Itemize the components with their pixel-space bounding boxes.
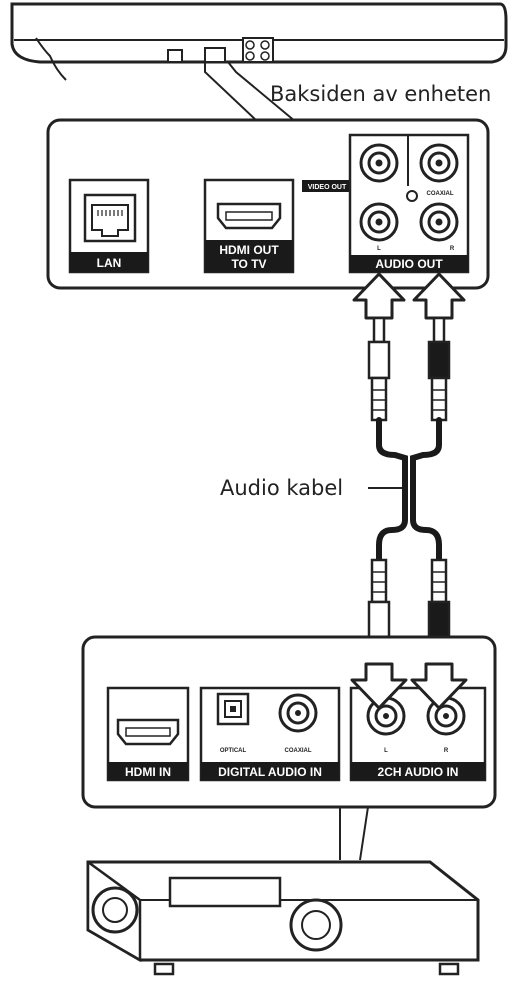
arrow-up-left (352, 272, 406, 320)
audio-cable-caption: Audio kabel (220, 476, 344, 500)
plug-white-top (367, 316, 391, 422)
optical-label: OPTICAL (220, 748, 247, 754)
back-of-unit-caption: Baksiden av enheten (270, 82, 492, 106)
video-out-label: VIDEO OUT (308, 184, 347, 191)
hdmi-out-label-line1: HDMI OUT (219, 243, 279, 257)
audio-out-left-label: L (377, 246, 381, 252)
callout-lines-top (204, 61, 297, 123)
arrow-up-right (412, 272, 466, 320)
2ch-right-label: R (444, 748, 449, 754)
digital-audio-in-label: DIGITAL AUDIO IN (218, 765, 322, 779)
lan-label: LAN (97, 256, 122, 270)
audio-cable (376, 417, 442, 563)
lan-port (68, 178, 150, 274)
audio-out-label: AUDIO OUT (375, 257, 443, 271)
coaxial-label-top: COAXIAL (427, 191, 454, 197)
callout-lines-bottom (339, 806, 369, 861)
video-out-tag (302, 180, 352, 192)
audio-out-right-label: R (450, 246, 455, 252)
hdmi-out-label-line2: TO TV (231, 257, 266, 271)
2ch-audio-in-panel (349, 686, 487, 782)
player-device (10, 2, 508, 81)
plug-white-bottom (367, 558, 391, 668)
arrow-down-left (350, 662, 408, 710)
digital-audio-in-panel (199, 686, 341, 782)
audio-out-panel (348, 133, 470, 274)
receiver-device (86, 860, 480, 976)
hdmi-in-port (106, 686, 190, 782)
coaxial-label-bottom: COAXIAL (285, 748, 312, 754)
2ch-left-label: L (384, 748, 388, 754)
hdmi-in-label: HDMI IN (125, 765, 171, 779)
2ch-audio-in-label: 2CH AUDIO IN (378, 765, 459, 779)
arrow-down-right (410, 662, 468, 710)
hdmi-out-port (203, 178, 295, 274)
plug-black-top (427, 316, 451, 422)
